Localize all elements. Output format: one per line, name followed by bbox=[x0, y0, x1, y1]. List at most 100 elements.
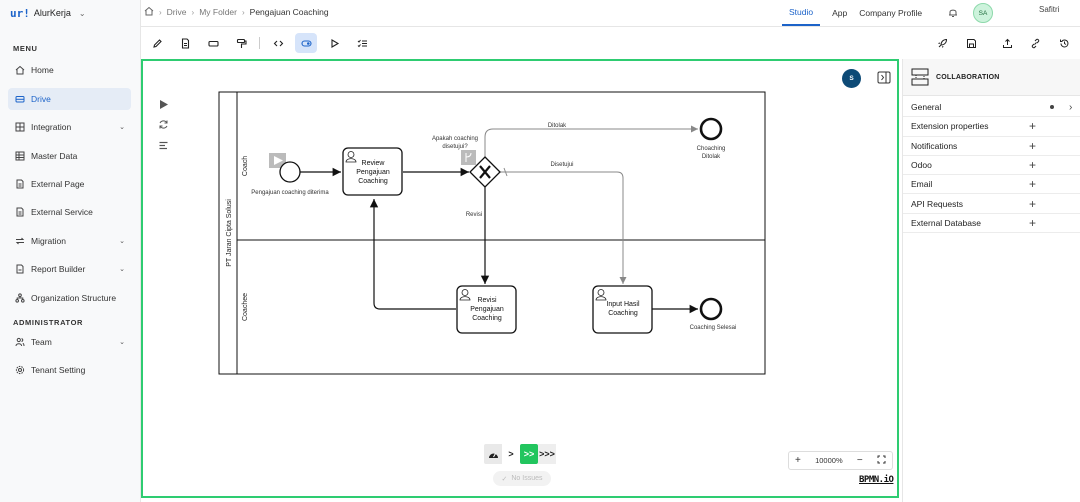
prop-group-extension-properties[interactable]: Extension properties + bbox=[903, 117, 1080, 137]
toggle-button[interactable] bbox=[295, 33, 317, 53]
prop-group-email[interactable]: Email + bbox=[903, 175, 1080, 195]
start-event-label: Pengajuan coaching diterima bbox=[251, 190, 329, 196]
sidebar-item-organization-structure[interactable]: Organization Structure bbox=[8, 287, 131, 309]
chevron-down-icon[interactable]: ⌄ bbox=[119, 237, 125, 245]
bpmn-canvas[interactable]: PT Jaran Cipta Solusi Coach Coachee Dito… bbox=[141, 59, 899, 498]
input-tool-button[interactable] bbox=[202, 33, 224, 53]
link-button[interactable] bbox=[1024, 33, 1046, 53]
speed-normal-button[interactable]: >> bbox=[520, 444, 538, 464]
history-button[interactable] bbox=[1053, 33, 1075, 53]
speedometer-icon[interactable] bbox=[484, 444, 502, 464]
zoom-level: 10000% bbox=[815, 456, 843, 465]
code-button[interactable] bbox=[267, 33, 289, 53]
export-button[interactable] bbox=[996, 33, 1018, 53]
exclusive-gateway[interactable] bbox=[461, 150, 501, 188]
bpmn-io-watermark[interactable]: BPMN.iO bbox=[859, 475, 894, 485]
end-event-rejected[interactable] bbox=[699, 117, 723, 141]
prop-group-api-requests[interactable]: API Requests + bbox=[903, 194, 1080, 214]
add-icon[interactable]: + bbox=[1029, 138, 1037, 153]
sidebar-item-home[interactable]: Home bbox=[8, 59, 131, 81]
prop-group-odoo[interactable]: Odoo + bbox=[903, 156, 1080, 176]
task-revisi-pengajuan[interactable]: Revisi Pengajuan Coaching bbox=[456, 285, 517, 334]
zoom-out-button[interactable]: − bbox=[856, 455, 863, 466]
end-event-label-line: Choaching bbox=[697, 146, 726, 152]
task-input-hasil[interactable]: Input Hasil Coaching bbox=[592, 285, 653, 334]
prop-group-notifications[interactable]: Notifications + bbox=[903, 137, 1080, 156]
sequence-flow-resubmit[interactable] bbox=[369, 199, 456, 310]
edit-tool-button[interactable] bbox=[146, 33, 168, 53]
breadcrumb-link-drive[interactable]: Drive bbox=[166, 7, 187, 17]
workspace-switcher[interactable]: ur! AlurKerja ⌄ bbox=[0, 0, 140, 26]
chevron-right-icon[interactable]: › bbox=[1069, 101, 1073, 113]
sidebar-item-integration[interactable]: Integration ⌄ bbox=[8, 116, 131, 138]
speed-fast-button[interactable]: >>> bbox=[538, 444, 556, 464]
lane-label-coach[interactable]: Coach bbox=[242, 156, 249, 176]
task-label-line: Coaching bbox=[358, 178, 388, 185]
sidebar-item-team[interactable]: Team ⌄ bbox=[8, 331, 131, 353]
chevron-down-icon[interactable]: ⌄ bbox=[119, 266, 125, 274]
bell-icon[interactable] bbox=[948, 7, 958, 18]
chevron-down-icon[interactable]: ⌄ bbox=[119, 338, 125, 346]
sidebar-item-label: Master Data bbox=[31, 150, 78, 161]
tab-company-profile[interactable]: Company Profile bbox=[859, 8, 923, 18]
sidebar-item-tenant-setting[interactable]: Tenant Setting bbox=[8, 359, 131, 381]
chevron-down-icon[interactable]: ⌄ bbox=[119, 124, 125, 132]
swap-icon bbox=[15, 236, 25, 246]
end-event-done[interactable] bbox=[699, 297, 723, 321]
lane-label-coachee[interactable]: Coachee bbox=[242, 293, 249, 321]
sidebar-item-label: Migration bbox=[31, 235, 66, 246]
sidebar-item-migration[interactable]: Migration ⌄ bbox=[8, 230, 131, 252]
deploy-button[interactable] bbox=[931, 33, 953, 53]
flow-label-rejected: Ditolak bbox=[548, 123, 567, 129]
play-icon bbox=[330, 38, 339, 48]
issues-badge[interactable]: ✓ No Issues bbox=[493, 471, 551, 486]
start-event[interactable] bbox=[269, 153, 301, 183]
sidebar-item-external-page[interactable]: External Page bbox=[8, 173, 131, 195]
grid-icon bbox=[15, 122, 25, 132]
fullscreen-icon[interactable] bbox=[877, 455, 886, 466]
document-tool-button[interactable] bbox=[174, 33, 196, 53]
user-avatar[interactable]: SA bbox=[973, 3, 993, 23]
reset-button[interactable] bbox=[155, 117, 171, 131]
sequence-flow-approved[interactable] bbox=[500, 171, 627, 284]
task-review-pengajuan[interactable]: Review Pengajuan Coaching bbox=[342, 147, 403, 196]
run-button[interactable] bbox=[323, 33, 345, 53]
checklist-button[interactable] bbox=[351, 33, 373, 53]
history-icon bbox=[1059, 38, 1068, 47]
gear-icon bbox=[15, 365, 25, 375]
sidebar-item-master-data[interactable]: Master Data bbox=[8, 145, 131, 167]
home-icon[interactable] bbox=[144, 6, 154, 18]
add-icon[interactable]: + bbox=[1029, 119, 1037, 134]
sidebar-item-external-service[interactable]: External Service bbox=[8, 201, 131, 223]
task-label-line: Pengajuan bbox=[356, 169, 390, 176]
bpmn-diagram: PT Jaran Cipta Solusi Coach Coachee Dito… bbox=[218, 91, 766, 375]
prop-group-general[interactable]: General › bbox=[903, 98, 1080, 118]
document-icon bbox=[181, 37, 189, 49]
paint-tool-button[interactable] bbox=[230, 33, 252, 53]
sequence-flow-rejected[interactable] bbox=[484, 125, 698, 158]
add-icon[interactable]: + bbox=[1029, 215, 1037, 230]
log-button[interactable] bbox=[155, 138, 171, 152]
branch-icon bbox=[461, 150, 476, 165]
add-icon[interactable]: + bbox=[1029, 177, 1037, 192]
chevron-right-icon: › bbox=[241, 7, 245, 17]
breadcrumb-link-folder[interactable]: My Folder bbox=[199, 7, 237, 17]
menu-section-title: MENU bbox=[13, 44, 38, 53]
tab-studio[interactable]: Studio bbox=[782, 0, 821, 26]
sidebar-item-drive[interactable]: Drive bbox=[8, 87, 131, 110]
collaborator-avatar[interactable]: S bbox=[842, 69, 861, 88]
prop-group-external-database[interactable]: External Database + bbox=[903, 214, 1080, 234]
tab-app[interactable]: App bbox=[832, 8, 848, 18]
panel-toggle-icon[interactable] bbox=[877, 71, 891, 84]
speed-slow-button[interactable]: > bbox=[508, 449, 514, 459]
properties-header: COLLABORATION bbox=[903, 59, 1080, 96]
add-icon[interactable]: + bbox=[1029, 158, 1037, 173]
save-button[interactable] bbox=[960, 33, 982, 53]
document-icon bbox=[15, 207, 25, 217]
zoom-in-button[interactable]: + bbox=[795, 455, 801, 466]
gateway-label-line: Apakah coaching bbox=[432, 136, 478, 142]
save-icon bbox=[966, 38, 976, 48]
simulate-button[interactable] bbox=[155, 97, 171, 111]
add-icon[interactable]: + bbox=[1029, 196, 1037, 211]
sidebar-item-report-builder[interactable]: Report Builder ⌄ bbox=[8, 258, 131, 280]
